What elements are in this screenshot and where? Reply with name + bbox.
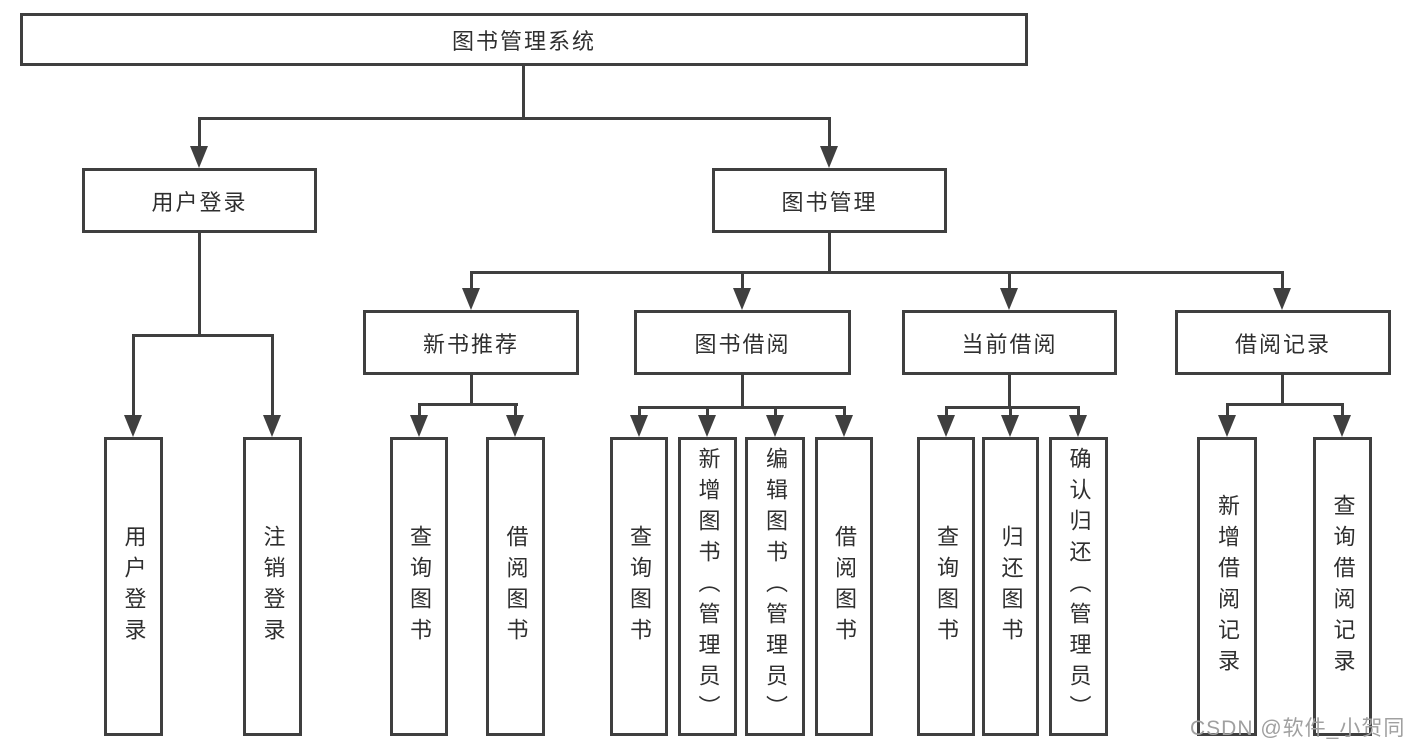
connector-line — [522, 66, 525, 120]
arrow-down-icon — [766, 415, 784, 437]
arrow-down-icon — [190, 146, 208, 168]
leaf-query-books-current: 查询图书 — [917, 437, 975, 736]
connector-line — [945, 406, 948, 417]
leaf-query-books-borrowing: 查询图书 — [610, 437, 668, 736]
connector-line — [1341, 403, 1344, 417]
leaf-borrow-books: 借阅图书 — [815, 437, 873, 736]
connector-line — [1008, 271, 1011, 290]
arrow-down-icon — [937, 415, 955, 437]
connector-line — [638, 406, 641, 417]
leaf-confirm-return-admin: 确认归还（管理员） — [1049, 437, 1108, 736]
arrow-down-icon — [462, 288, 480, 310]
leaf-logout: 注销登录 — [243, 437, 302, 736]
leaf-query-borrowing-record: 查询借阅记录 — [1313, 437, 1372, 736]
connector-line — [706, 406, 709, 417]
connector-line — [418, 403, 421, 417]
arrow-down-icon — [124, 415, 142, 437]
leaf-add-book-admin: 新增图书（管理员） — [678, 437, 737, 736]
connector-line — [843, 406, 846, 417]
connector-line — [1009, 406, 1012, 417]
node-current-borrowing: 当前借阅 — [902, 310, 1117, 375]
connector-line — [271, 334, 274, 417]
arrow-down-icon — [1273, 288, 1291, 310]
connector-line — [198, 117, 201, 148]
connector-line — [132, 334, 274, 337]
arrow-down-icon — [1333, 415, 1351, 437]
arrow-down-icon — [1001, 415, 1019, 437]
leaf-add-borrowing-record: 新增借阅记录 — [1197, 437, 1257, 736]
leaf-edit-book-admin: 编辑图书（管理员） — [745, 437, 805, 736]
connector-line — [1226, 403, 1229, 417]
connector-line — [1226, 403, 1344, 406]
arrow-down-icon — [630, 415, 648, 437]
node-book-borrowing: 图书借阅 — [634, 310, 851, 375]
node-user-login: 用户登录 — [82, 168, 317, 233]
connector-line — [470, 271, 473, 290]
arrow-down-icon — [698, 415, 716, 437]
connector-line — [132, 334, 135, 417]
connector-line — [638, 406, 846, 409]
arrow-down-icon — [1218, 415, 1236, 437]
arrow-down-icon — [1000, 288, 1018, 310]
arrow-down-icon — [410, 415, 428, 437]
node-new-book-recommend: 新书推荐 — [363, 310, 579, 375]
leaf-borrow-books-recommend: 借阅图书 — [486, 437, 545, 736]
arrow-down-icon — [1069, 415, 1087, 437]
connector-line — [828, 233, 831, 274]
connector-line — [741, 271, 744, 290]
connector-line — [774, 406, 777, 417]
watermark: CSDN @软件_小贺同学 — [1190, 717, 1405, 740]
connector-line — [1008, 375, 1011, 409]
connector-line — [1281, 375, 1284, 406]
connector-line — [198, 117, 831, 120]
arrow-down-icon — [263, 415, 281, 437]
arrow-down-icon — [835, 415, 853, 437]
arrow-down-icon — [506, 415, 524, 437]
arrow-down-icon — [733, 288, 751, 310]
node-borrowing-records: 借阅记录 — [1175, 310, 1391, 375]
connector-line — [1077, 406, 1080, 417]
connector-line — [741, 375, 744, 409]
connector-line — [418, 403, 518, 406]
arrow-down-icon — [820, 146, 838, 168]
connector-line — [828, 117, 831, 148]
leaf-return-book: 归还图书 — [982, 437, 1039, 736]
connector-line — [945, 406, 1080, 409]
connector-line — [198, 233, 201, 337]
leaf-user-login: 用户登录 — [104, 437, 163, 736]
connector-line — [1281, 271, 1284, 290]
node-book-management: 图书管理 — [712, 168, 947, 233]
connector-line — [514, 403, 517, 417]
connector-line — [470, 271, 1283, 274]
leaf-query-books-recommend: 查询图书 — [390, 437, 448, 736]
node-root: 图书管理系统 — [20, 13, 1028, 66]
connector-line — [470, 375, 473, 406]
